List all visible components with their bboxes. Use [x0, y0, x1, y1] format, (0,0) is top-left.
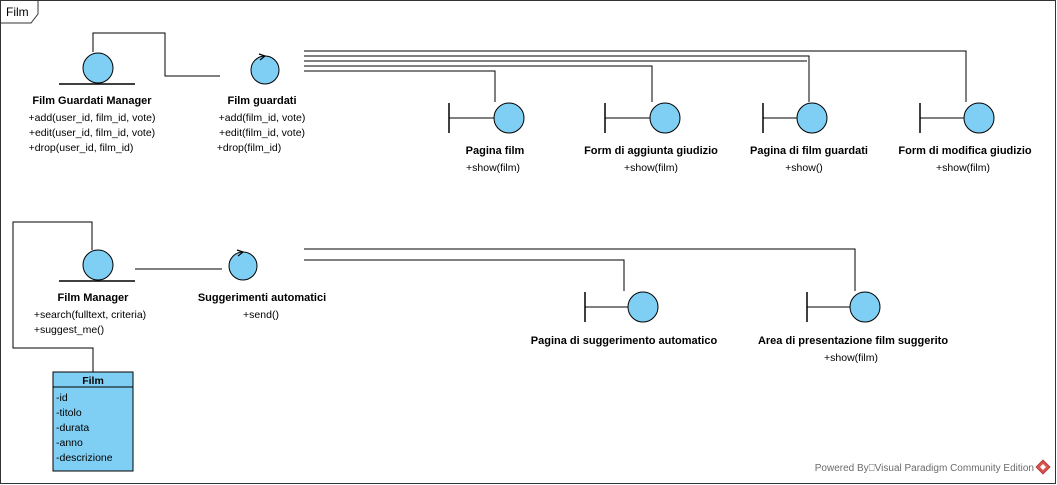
control-icon [228, 251, 258, 281]
control-arrow-icon [236, 249, 245, 257]
link-sugg-area [304, 248, 856, 291]
operation: +edit(film_id, vote) [219, 127, 305, 139]
link-sugg-pagina [304, 259, 625, 291]
class-attribute: -titolo [56, 407, 82, 419]
element-name: Pagina di suggerimento automatico [531, 335, 718, 347]
entity-icon [82, 249, 114, 281]
film-guardati[interactable]: Film guardati +add(film_id, vote) +edit(… [217, 53, 306, 154]
element-name: Pagina di film guardati [750, 145, 868, 157]
class-attribute: -descrizione [56, 452, 113, 464]
class-attribute: -anno [56, 437, 83, 449]
form-modifica-giudizio[interactable]: Form di modifica giudizio +show(film) [898, 102, 1032, 174]
element-name: Area di presentazione film suggerito [758, 335, 948, 347]
suggerimenti-automatici[interactable]: Suggerimenti automatici +send() [198, 249, 326, 321]
class-box [52, 371, 134, 472]
form-aggiunta-giudizio[interactable]: Form di aggiunta giudizio +show(film) [584, 102, 718, 174]
boundary-icon [849, 291, 881, 323]
visual-paradigm-logo-icon [1035, 459, 1051, 475]
film-manager[interactable]: Film Manager +search(fulltext, criteria)… [34, 249, 146, 336]
operation: +suggest_me() [34, 324, 104, 336]
element-name: Suggerimenti automatici [198, 292, 326, 304]
operation: +search(fulltext, criteria) [34, 309, 146, 321]
film-class[interactable]: Film -id -titolo -durata -anno -descrizi… [52, 371, 134, 472]
pagina-film[interactable]: Pagina film +show(film) [448, 102, 525, 174]
link-fg-form-modifica [304, 50, 967, 102]
operation: +show(film) [936, 162, 990, 174]
control-icon [250, 55, 280, 85]
pagina-film-guardati[interactable]: Pagina di film guardati +show() [750, 102, 868, 174]
operation: +show(film) [824, 352, 878, 364]
pagina-suggerimento-automatico[interactable]: Pagina di suggerimento automatico [531, 291, 718, 347]
link-fm-film [12, 221, 94, 372]
entity-icon [82, 52, 114, 84]
element-name: Film Guardati Manager [32, 95, 152, 107]
link-fgm-fg [92, 32, 220, 77]
link-fg-pagina-film [304, 70, 496, 102]
element-name: Pagina film [466, 145, 525, 157]
element-name: Film Manager [58, 292, 130, 304]
element-name: Form di aggiunta giudizio [584, 145, 718, 157]
operation: +show(film) [624, 162, 678, 174]
area-presentazione-film-suggerito[interactable]: Area di presentazione film suggerito +sh… [758, 291, 948, 364]
link-fg-pagina-film-guardati [304, 55, 810, 102]
class-attribute: -id [56, 392, 68, 404]
film-guardati-manager[interactable]: Film Guardati Manager +add(user_id, film… [29, 52, 156, 154]
boundary-icon [493, 102, 525, 134]
operation: +drop(film_id) [217, 142, 281, 154]
connectors [12, 32, 967, 372]
boundary-icon [627, 291, 659, 323]
class-title: Film [82, 375, 104, 387]
control-arrow-icon [258, 53, 267, 61]
operation: +edit(user_id, film_id, vote) [29, 127, 155, 139]
frame-label: Film [6, 5, 29, 19]
operation: +send() [243, 309, 279, 321]
boundary-icon [649, 102, 681, 134]
element-name: Form di modifica giudizio [898, 145, 1032, 157]
frame-label-tab [0, 0, 39, 24]
operation: +show(film) [466, 162, 520, 174]
class-attribute: -durata [56, 422, 89, 434]
boundary-icon [796, 102, 828, 134]
operation: +add(film_id, vote) [219, 112, 306, 124]
operation: +add(user_id, film_id, vote) [29, 112, 156, 124]
watermark-text: Powered By⎕Visual Paradigm Community Edi… [815, 463, 1034, 474]
element-name: Film guardati [227, 95, 296, 107]
operation: +drop(user_id, film_id) [29, 142, 134, 154]
link-fg-form-aggiunta [304, 65, 653, 102]
boundary-icon [963, 102, 995, 134]
operation: +show() [785, 162, 823, 174]
